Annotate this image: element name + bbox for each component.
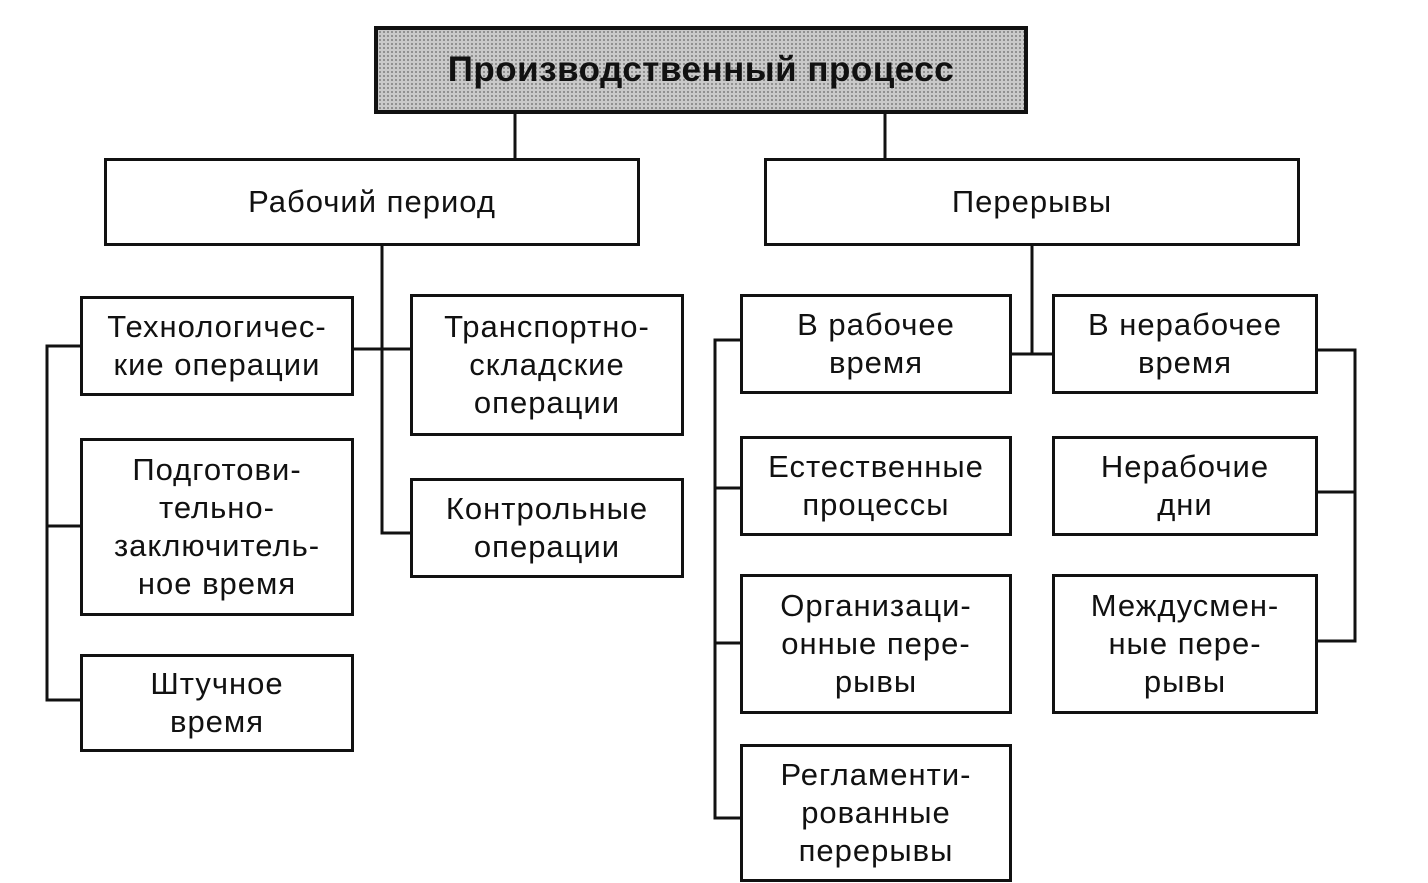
breaks-box: Перерывы <box>764 158 1300 246</box>
transport-warehouse-operations-box: Транспортно- складские операции <box>410 294 684 436</box>
piece-time-box: Штучное время <box>80 654 354 752</box>
preparatory-final-time-box: Подготови- тельно- заключитель- ное врем… <box>80 438 354 616</box>
in-non-working-time-box: В нерабочее время <box>1052 294 1318 394</box>
control-operations-box: Контрольные операции <box>410 478 684 578</box>
in-working-time-box: В рабочее время <box>740 294 1012 394</box>
organizational-breaks-box: Организаци- онные пере- рывы <box>740 574 1012 714</box>
technological-operations-box: Технологичес- кие операции <box>80 296 354 396</box>
inter-shift-breaks-box: Междусмен- ные пере- рывы <box>1052 574 1318 714</box>
regulated-breaks-box: Регламенти- рованные перерывы <box>740 744 1012 882</box>
working-period-box: Рабочий период <box>104 158 640 246</box>
production-process-box: Производственный процесс <box>374 26 1028 114</box>
non-working-days-box: Нерабочие дни <box>1052 436 1318 536</box>
natural-processes-box: Естественные процессы <box>740 436 1012 536</box>
